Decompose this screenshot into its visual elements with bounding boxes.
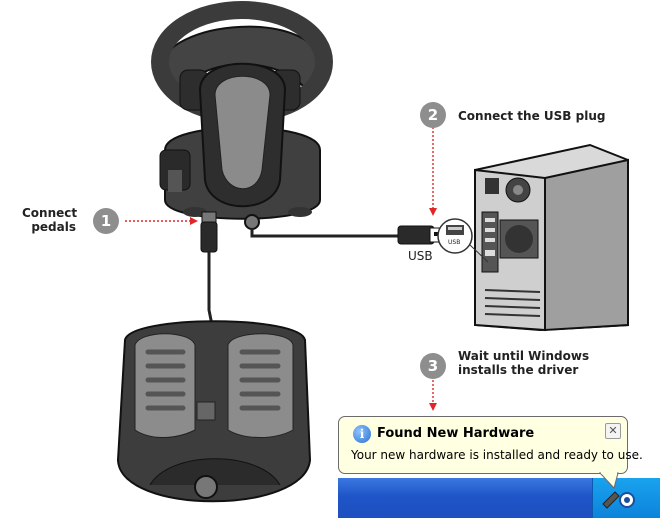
step-1-label-line-1: Connect <box>22 206 78 220</box>
step-2-badge: 2 <box>420 102 446 128</box>
step-3-label-line-1: Wait until Windows <box>458 349 590 363</box>
usb-cable-label: USB <box>408 249 433 263</box>
info-icon: i <box>353 425 371 443</box>
usb-port-label: USB <box>448 239 461 246</box>
step-2-label: Connect the USB plug <box>458 109 606 123</box>
notification-balloon[interactable]: i Found New Hardware Your new hardware i… <box>338 416 643 474</box>
tray-hardware-icon[interactable] <box>593 478 660 518</box>
step-1-label: Connect pedals <box>22 206 78 234</box>
step-3-label-line-2: installs the driver <box>458 363 579 377</box>
step-1-badge: 1 <box>93 208 119 234</box>
computer-tower <box>474 143 629 332</box>
notification-title: Found New Hardware <box>377 426 535 441</box>
steering-wheel <box>151 1 333 230</box>
step-3-badge: 3 <box>420 353 446 379</box>
step-1-label-line-2: pedals <box>31 220 76 234</box>
arrow-head-3 <box>429 403 437 411</box>
notification-message: Your new hardware is installed and ready… <box>351 448 643 462</box>
pedal-cable <box>200 221 218 326</box>
step-3-label: Wait until Windows installs the driver <box>458 349 589 377</box>
brand-logo <box>196 401 216 421</box>
system-tray <box>592 478 660 518</box>
pedal-unit <box>116 320 312 503</box>
step-arrows <box>125 127 434 405</box>
arrow-head-2 <box>429 208 437 216</box>
arrow-head-1 <box>190 217 198 225</box>
close-button[interactable]: ✕ <box>605 423 621 439</box>
usb-port-zoom <box>437 218 489 263</box>
